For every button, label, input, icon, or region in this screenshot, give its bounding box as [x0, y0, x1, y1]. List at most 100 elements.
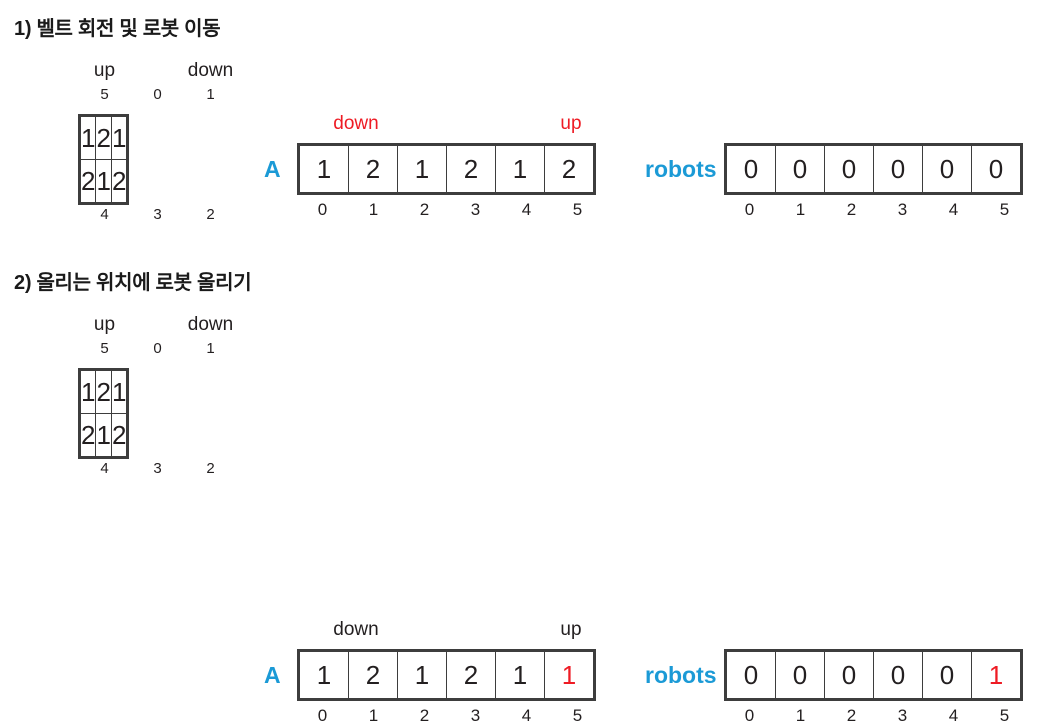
- belt-cell: 1: [110, 369, 129, 414]
- belt-row-bottom: 2 1 2: [78, 159, 129, 204]
- array-cell: 1: [300, 146, 349, 192]
- belt-cell: 2: [78, 413, 97, 458]
- belt-bottom-index-1: 3: [153, 206, 162, 223]
- belt-cell: 1: [110, 115, 129, 160]
- array-cell-highlighted: 1: [561, 660, 577, 690]
- array-index-label: 5: [572, 706, 583, 725]
- array-index-label: 2: [846, 706, 857, 725]
- belt-top-index-2: 1: [206, 86, 215, 103]
- array-a-up-label: up: [560, 619, 582, 640]
- array-index-label: 0: [317, 200, 328, 219]
- array-cell: 0: [923, 652, 972, 698]
- array-index-label: 1: [795, 200, 806, 219]
- belt-top-index-1: 5 0 1: [78, 86, 237, 103]
- section-1-title: 1) 벨트 회전 및 로봇 이동: [14, 18, 221, 40]
- array-cell: 0: [825, 146, 874, 192]
- array-robots-index: 0 1 2 3 4 5: [724, 200, 1030, 220]
- array-index-label: 3: [470, 200, 481, 219]
- belt-cell: 1: [95, 159, 112, 204]
- array-cell: 1: [398, 146, 447, 192]
- array-cell: 1: [300, 652, 349, 698]
- belt-row-bottom: 2 1 2: [78, 413, 129, 458]
- belt-cell: 2: [110, 159, 129, 204]
- belt-table-1: 1 2 1 2 1 2: [78, 114, 130, 205]
- belt-bottom-index-2: 4 3 2: [78, 460, 237, 477]
- belt-cell: 2: [95, 115, 112, 160]
- array-cell: 1: [496, 146, 545, 192]
- array-index-label: 3: [470, 706, 481, 725]
- belt-top-index-2: 5 0 1: [78, 340, 237, 357]
- belt-top-label-up: up: [93, 60, 116, 81]
- array-robots-name-label: robots: [645, 662, 717, 688]
- array-a-up-label: up: [560, 113, 582, 134]
- array-index-label: 0: [317, 706, 328, 725]
- array-index-label: 4: [521, 200, 532, 219]
- belt-top-index-0: 5: [100, 86, 109, 103]
- array-index-label: 1: [368, 706, 379, 725]
- array-cell: 1: [496, 652, 545, 698]
- array-index-label: 5: [999, 706, 1010, 725]
- array-cell: 1: [398, 652, 447, 698]
- section-2-title: 2) 올리는 위치에 로봇 올리기: [14, 272, 252, 294]
- array-cell: 2: [447, 652, 496, 698]
- belt-top-label-mid: [131, 60, 184, 82]
- array-a-index: 0 1 2 3 4 5: [297, 200, 603, 220]
- array-a-cells: 1 2 1 2 1 1: [297, 649, 596, 701]
- belt-top-label-mid: [131, 314, 184, 336]
- array-index-label: 0: [744, 200, 755, 219]
- belt-cell: 2: [110, 413, 129, 458]
- array-cell: 2: [447, 146, 496, 192]
- array-index-label: 2: [419, 706, 430, 725]
- belt-bottom-index-2: 2: [206, 460, 215, 477]
- belt-top-label-up: up: [93, 314, 116, 335]
- array-index-label: 2: [846, 200, 857, 219]
- belt-cell: 1: [95, 413, 112, 458]
- belt-bottom-index-1: 3: [153, 460, 162, 477]
- array-cell: 2: [349, 652, 398, 698]
- belt-top-label-down: down: [187, 314, 234, 335]
- array-robots-name-label: robots: [645, 156, 717, 182]
- array-cell: 2: [561, 154, 577, 184]
- array-index-label: 2: [419, 200, 430, 219]
- belt-top-index-1: 0: [153, 340, 162, 357]
- array-cell: 0: [776, 146, 825, 192]
- belt-bottom-index-0: 4: [100, 460, 109, 477]
- array-index-label: 5: [999, 200, 1010, 219]
- array-index-label: 0: [744, 706, 755, 725]
- array-robots-cells: 0 0 0 0 0 1: [724, 649, 1023, 701]
- belt-top-index-1: 0: [153, 86, 162, 103]
- array-a-name-label: A: [264, 662, 281, 688]
- belt-row-top: 1 2 1: [78, 115, 129, 160]
- belt-top-label-down: down: [187, 60, 234, 81]
- belt-bottom-index-0: 4: [100, 206, 109, 223]
- belt-top-labels-1: up down: [78, 60, 237, 82]
- array-a-down-label: down: [333, 113, 379, 134]
- belt-table-2: 1 2 1 2 1 2: [78, 368, 130, 459]
- array-index-label: 4: [948, 706, 959, 725]
- belt-top-index-0: 5: [100, 340, 109, 357]
- array-cell: 0: [727, 652, 776, 698]
- belt-bottom-index-1: 4 3 2: [78, 206, 237, 223]
- array-index-label: 5: [572, 200, 583, 219]
- array-cell: 0: [874, 146, 923, 192]
- array-cell: 0: [874, 652, 923, 698]
- array-cell: 0: [988, 154, 1004, 184]
- array-robots-cells: 0 0 0 0 0 0: [724, 143, 1023, 195]
- belt-top-labels-2: up down: [78, 314, 237, 336]
- array-index-label: 4: [948, 200, 959, 219]
- array-cell: 0: [776, 652, 825, 698]
- array-cell: 0: [727, 146, 776, 192]
- array-index-label: 1: [368, 200, 379, 219]
- belt-cell: 2: [78, 159, 97, 204]
- array-a-cells: 1 2 1 2 1 2: [297, 143, 596, 195]
- array-robots-index: 0 1 2 3 4 5: [724, 706, 1030, 726]
- belt-top-index-2: 1: [206, 340, 215, 357]
- array-a-name-label: A: [264, 156, 281, 182]
- belt-bottom-index-2: 2: [206, 206, 215, 223]
- array-a-index: 0 1 2 3 4 5: [297, 706, 603, 726]
- belt-row-top: 1 2 1: [78, 369, 129, 414]
- belt-cell: 1: [78, 115, 97, 160]
- array-index-label: 3: [897, 200, 908, 219]
- array-a-down-label: down: [333, 619, 379, 640]
- array-index-label: 3: [897, 706, 908, 725]
